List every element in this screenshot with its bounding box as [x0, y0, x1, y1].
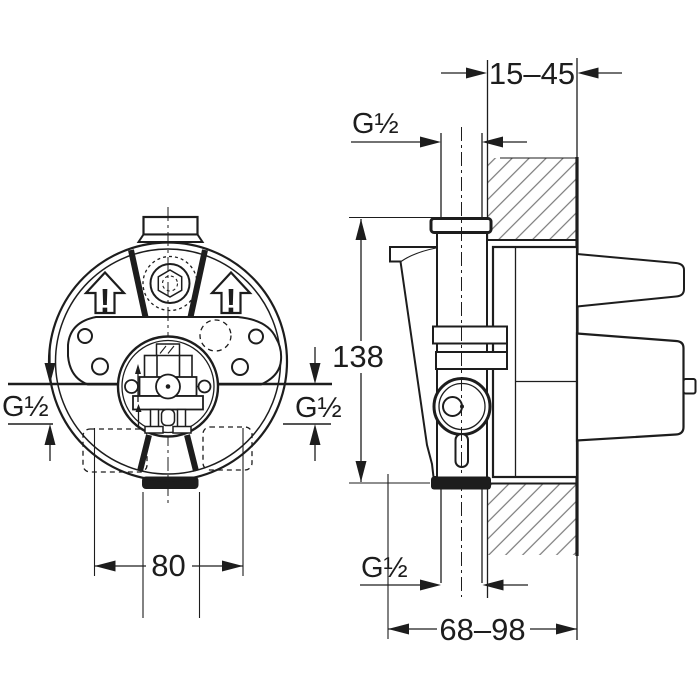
arrowhead-right: [556, 623, 577, 635]
spindle-center-dot: [165, 384, 171, 389]
arrowhead-left: [482, 579, 504, 591]
bracket-screw-left: [91, 357, 109, 376]
arrowhead-down: [44, 363, 56, 384]
body-transition-arc: [400, 247, 437, 262]
valve-body-side: [389, 127, 579, 597]
depth-dim-text: 68–98: [439, 612, 525, 647]
spindle-nub: [682, 378, 697, 395]
body-silhouette: [389, 246, 438, 478]
height-dim-text: 138: [332, 339, 384, 374]
protection-sleeve: [576, 252, 685, 308]
inlet-inner-dashed-circle: [161, 275, 179, 292]
dim-wall-thickness: 15–45: [441, 56, 622, 91]
valve-cartridge: [116, 335, 220, 438]
hidden-port-left: [82, 428, 148, 473]
bracket-hole-upper-left: [77, 328, 93, 344]
control-spindle-circle: [442, 396, 463, 417]
warning-exclamation-left: !: [100, 282, 111, 319]
arrowhead-left: [388, 623, 409, 635]
cartridge-foot-left: [144, 425, 164, 434]
spoke-bottom-left: [137, 434, 152, 472]
wall-thickness-text: 15–45: [489, 56, 575, 91]
bracket-screw-right: [231, 358, 249, 376]
wall-section: [486, 58, 579, 640]
wall-hatch-upper: [488, 158, 577, 240]
cartridge-port-left: [124, 379, 139, 394]
cartridge-foot-right: [172, 425, 192, 434]
warning-arrow-left: !: [83, 270, 127, 319]
cartridge-prong-right: [178, 354, 193, 379]
cartridge-inner-circle: [121, 339, 215, 434]
stub-cap: [142, 215, 199, 236]
arrowhead-left: [482, 136, 503, 148]
arrowhead-up: [44, 424, 56, 445]
arrowhead-down: [355, 461, 367, 482]
front-view: ! !: [2, 207, 342, 618]
orientation-arrow-head: [135, 404, 142, 412]
arrowhead-down: [309, 363, 321, 384]
clip-hatch-line: [167, 345, 175, 354]
arrowhead-up: [355, 219, 367, 240]
dim-port-left: G½: [2, 347, 56, 461]
arrowhead-left: [94, 560, 116, 572]
arrowhead-up: [309, 424, 321, 445]
width-dim-text: 80: [151, 548, 185, 583]
port-right-label: G½: [295, 392, 342, 424]
wall-hatch-lower: [488, 484, 577, 555]
inlet-circle: [149, 263, 191, 304]
arrowhead-right: [420, 579, 441, 591]
spoke-bottom-right: [184, 434, 199, 472]
hidden-boss-circle: [199, 319, 232, 352]
warning-arrow-right: !: [209, 270, 253, 319]
front-protrusions: [575, 252, 697, 442]
arrowhead-right: [420, 136, 441, 148]
plaster-shield-box: [491, 245, 579, 479]
cartridge-center-sleeve: [160, 408, 176, 427]
dim-width-80: 80: [93, 428, 244, 618]
dim-port-top: G½: [351, 108, 527, 148]
cartridge-clip: [155, 343, 181, 357]
dim-depth: 68–98: [387, 474, 577, 647]
dim-port-bottom: G½: [360, 552, 528, 591]
bracket-hole-upper-right: [248, 328, 264, 345]
up-arrow-outline: [209, 270, 253, 315]
top-port-stub: [136, 215, 205, 243]
arrowhead-right: [466, 67, 487, 79]
bottom-port-label: G½: [361, 552, 408, 584]
protection-cap: [575, 332, 685, 442]
cartridge-prong-left: [143, 354, 158, 379]
arrowhead-right: [222, 560, 243, 572]
side-view: 15–45 G½ 138 G½: [332, 56, 697, 647]
cartridge-port-right: [197, 379, 212, 394]
top-port-label: G½: [352, 108, 399, 140]
dim-port-right: G½: [295, 347, 342, 461]
mounting-bar-upper: [432, 325, 508, 345]
dim-height-138: 138: [332, 216, 441, 484]
port-left-label: G½: [2, 391, 49, 423]
top-inlet-detail: [142, 255, 198, 312]
orientation-arrow-head: [135, 364, 141, 374]
inlet-dashed-circle: [142, 255, 198, 312]
inlet-hex-socket: [157, 269, 183, 298]
up-arrow-outline: [83, 270, 127, 315]
warning-exclamation-right: !: [226, 282, 237, 319]
clip-hatch-line: [159, 345, 167, 354]
hidden-port-right: [202, 426, 253, 471]
mounting-bar-lower: [435, 351, 508, 370]
arrowhead-left: [577, 67, 599, 79]
stub-flange: [136, 233, 205, 243]
